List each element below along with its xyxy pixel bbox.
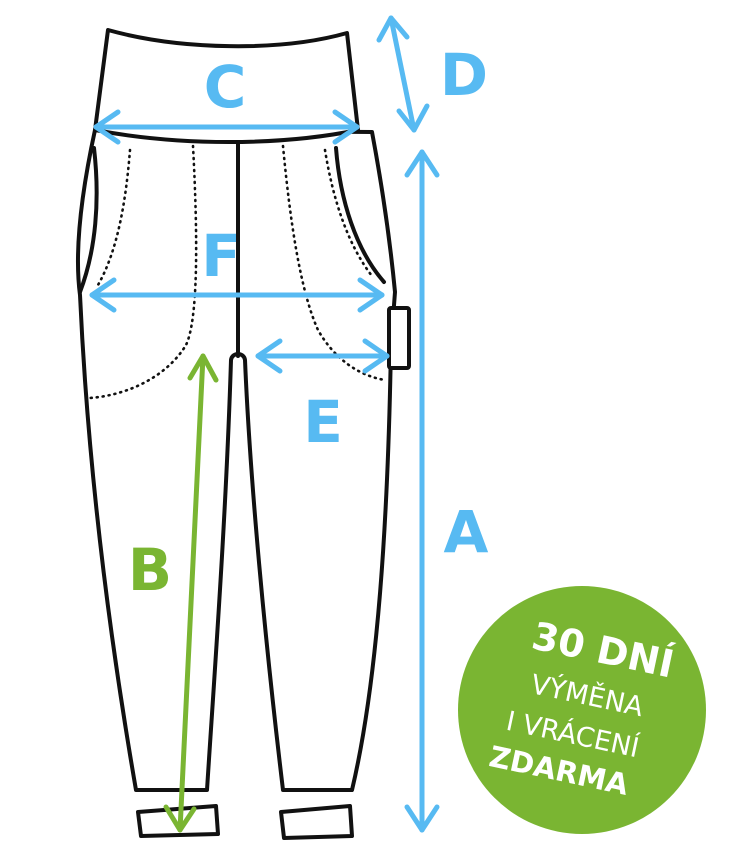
measure-d-arrowhead-top [376, 15, 410, 43]
label-e: E [303, 388, 343, 456]
measure-f-arrowhead-left [89, 277, 117, 313]
label-f: F [201, 222, 241, 290]
pants-outline [75, 28, 411, 840]
measure-d-line [388, 15, 417, 133]
measure-e-arrowhead-right [362, 338, 390, 374]
stitch-left-outer [96, 148, 132, 287]
measure-d-arrowhead-bottom [396, 103, 430, 133]
right-cuff [279, 804, 354, 840]
label-d: D [440, 41, 488, 109]
measure-c-arrowhead-left [93, 109, 121, 145]
measure-e-arrowhead-left [255, 338, 283, 374]
stitch-left-inner [88, 144, 198, 400]
measure-a-arrowhead-bottom [404, 804, 440, 833]
label-c: C [204, 53, 247, 121]
stitch-right-outer [323, 148, 374, 278]
measure-c-arrowhead-right [332, 109, 360, 145]
side-tab [387, 306, 411, 370]
stitch-right-inner [281, 144, 387, 382]
right-pocket [334, 146, 386, 284]
dimension-labels: C D F E A B [128, 41, 489, 604]
measure-b-arrowhead-top [187, 353, 219, 383]
measure-b-line [177, 353, 206, 833]
waistband [93, 28, 360, 144]
badge-circle [458, 586, 706, 834]
left-pocket [78, 146, 99, 294]
label-b: B [128, 536, 172, 604]
measure-a-arrowhead-top [404, 149, 440, 178]
measure-b-arrowhead-bottom [163, 804, 197, 833]
label-a: A [444, 498, 489, 566]
measure-f-arrowhead-right [357, 277, 385, 313]
measurement-lines [89, 15, 440, 833]
return-badge: 30 DNÍ VÝMĚNA I VRÁCENÍ ZDARMA [458, 586, 706, 834]
